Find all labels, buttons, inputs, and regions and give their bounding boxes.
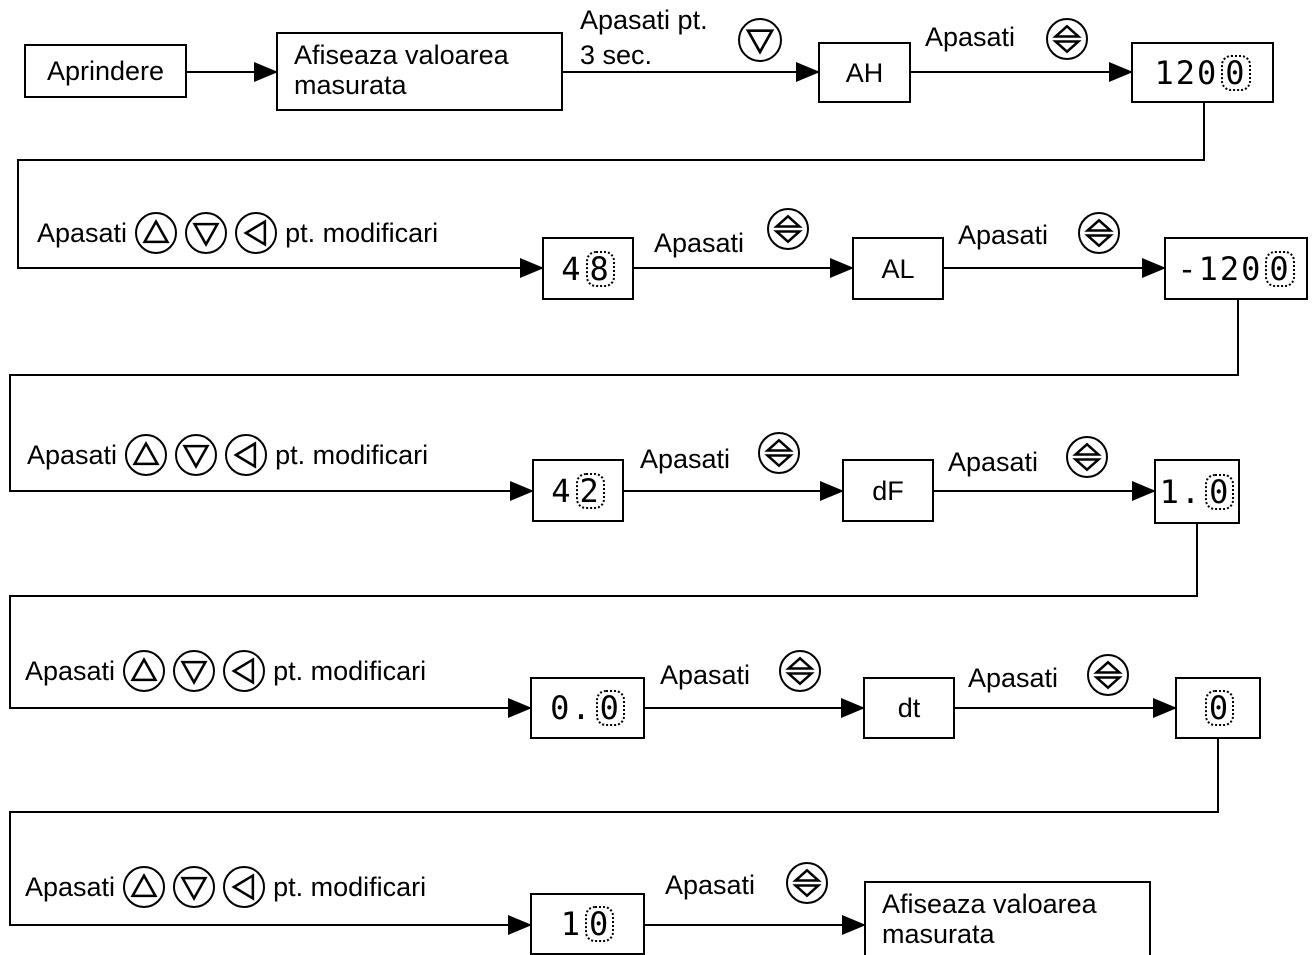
set-button-icon <box>786 862 828 904</box>
up-button-icon <box>135 212 178 254</box>
modify-label: pt. modificari <box>273 871 427 902</box>
down-button-icon <box>175 434 218 476</box>
modify-instruction-2: Apasati pt. modificari <box>27 434 428 476</box>
down-button-icon <box>173 650 216 692</box>
blinking-digit: 0 <box>585 906 615 942</box>
set-button-icon <box>758 432 800 474</box>
power-on-label: Aprindere <box>46 56 165 86</box>
param-al-label: AL <box>881 253 915 284</box>
up-button-icon <box>125 434 168 476</box>
press-label: Apasati <box>925 22 1016 52</box>
up-button-icon <box>123 650 166 692</box>
left-button-icon <box>223 866 266 908</box>
set-button-icon <box>767 208 809 250</box>
param-al-box: AL <box>852 237 944 300</box>
press-label: Apasati <box>654 228 745 258</box>
display-df-limit: 1.0 <box>1154 459 1240 524</box>
display-digits: 1 <box>560 905 582 943</box>
blinking-digit: 0 <box>595 690 625 726</box>
measured-value-box: Afiseaza valoarea masurata <box>276 32 563 111</box>
param-ah-box: AH <box>818 42 911 103</box>
modify-instruction-4: Apasati pt. modificari <box>25 866 426 908</box>
blinking-digit: 0 <box>1221 54 1251 91</box>
press-label: Apasati <box>665 870 756 900</box>
display-digits: 0. <box>550 689 593 727</box>
modify-label: pt. modificari <box>285 217 439 248</box>
press-label: Apasati <box>25 871 116 902</box>
param-ah-label: AH <box>845 57 884 88</box>
blinking-digit: 2 <box>575 472 605 509</box>
blinking-digit: 0 <box>1265 250 1295 287</box>
display-digits: -120 <box>1177 249 1263 288</box>
param-df-box: dF <box>842 459 934 522</box>
display-df-value: 0.0 <box>530 677 645 739</box>
display-digits: 4 <box>561 249 583 288</box>
display-digits: 1. <box>1159 472 1203 511</box>
display-digits: 4 <box>551 471 573 510</box>
blinking-digit: 0 <box>1205 473 1235 510</box>
param-dt-label: dt <box>897 693 921 723</box>
display-digits: 120 <box>1154 53 1219 92</box>
press-3sec-label-2: 3 sec. <box>580 40 653 70</box>
set-button-icon <box>1087 654 1129 696</box>
measured-value-box-final: Afiseaza valoarea masurata <box>864 881 1151 955</box>
press-label: Apasati <box>948 447 1039 477</box>
left-button-icon <box>223 650 266 692</box>
left-button-icon <box>225 434 268 476</box>
set-button-icon <box>1046 18 1088 60</box>
measured-value-label: Afiseaza valoarea masurata <box>294 40 509 100</box>
modify-label: pt. modificari <box>275 439 429 470</box>
modify-instruction-3: Apasati pt. modificari <box>25 650 426 692</box>
press-label: Apasati <box>958 220 1049 250</box>
param-df-label: dF <box>872 475 904 506</box>
measured-value-label: Afiseaza valoarea masurata <box>882 889 1097 949</box>
power-on-box: Aprindere <box>24 44 187 98</box>
press-3sec-label-1: Apasati pt. <box>580 5 708 35</box>
up-button-icon <box>123 866 166 908</box>
set-button-icon <box>1066 436 1108 478</box>
left-button-icon <box>235 212 278 254</box>
press-label: Apasati <box>25 655 116 686</box>
press-label: Apasati <box>27 439 118 470</box>
blinking-digit: 0 <box>1204 690 1235 726</box>
down-button-icon <box>738 18 782 62</box>
set-button-icon <box>1078 212 1120 254</box>
press-label: Apasati <box>968 663 1059 693</box>
down-button-icon <box>185 212 228 254</box>
modify-instruction-1: Apasati pt. modificari <box>37 212 438 254</box>
press-label: Apasati <box>37 217 128 248</box>
blinking-digit: 8 <box>585 250 615 287</box>
press-label: Apasati <box>660 660 751 690</box>
set-button-icon <box>779 650 821 692</box>
param-dt-box: dt <box>863 677 955 739</box>
modify-label: pt. modificari <box>273 655 427 686</box>
display-dt-limit: 0 <box>1175 677 1261 739</box>
press-label: Apasati <box>640 444 731 474</box>
down-button-icon <box>173 866 216 908</box>
